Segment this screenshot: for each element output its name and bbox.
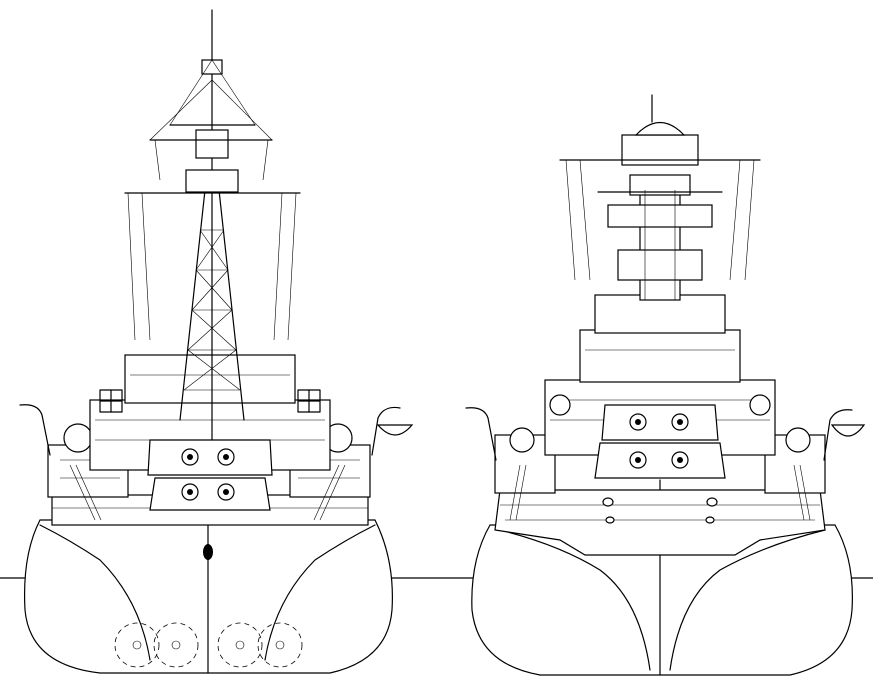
stern-tower-mast <box>559 94 761 301</box>
stern-upper-turret <box>601 404 719 441</box>
bow-davit-right <box>371 406 401 456</box>
hawse-pipe <box>203 544 213 560</box>
stern-hull <box>471 524 853 676</box>
bow-port-sponson <box>47 444 129 498</box>
bow-hull-bulge-right <box>264 524 376 661</box>
bow-davit-left <box>19 404 51 456</box>
stern-view <box>465 94 866 676</box>
propeller-circles <box>114 622 303 668</box>
bow-view <box>19 9 414 674</box>
stern-lower-turret <box>594 442 726 479</box>
turret-barrels <box>181 448 235 501</box>
bow-lower-turret <box>149 477 271 511</box>
stern-hull-bulge-right <box>669 529 826 671</box>
bow-tripod-mast <box>124 9 301 441</box>
bow-upper-turret <box>147 439 273 476</box>
aircraft-catapults <box>99 389 321 413</box>
bow-hull-bulge-left <box>39 524 151 661</box>
stern-hull-bulge-left <box>499 529 651 671</box>
stern-portholes <box>602 497 718 524</box>
